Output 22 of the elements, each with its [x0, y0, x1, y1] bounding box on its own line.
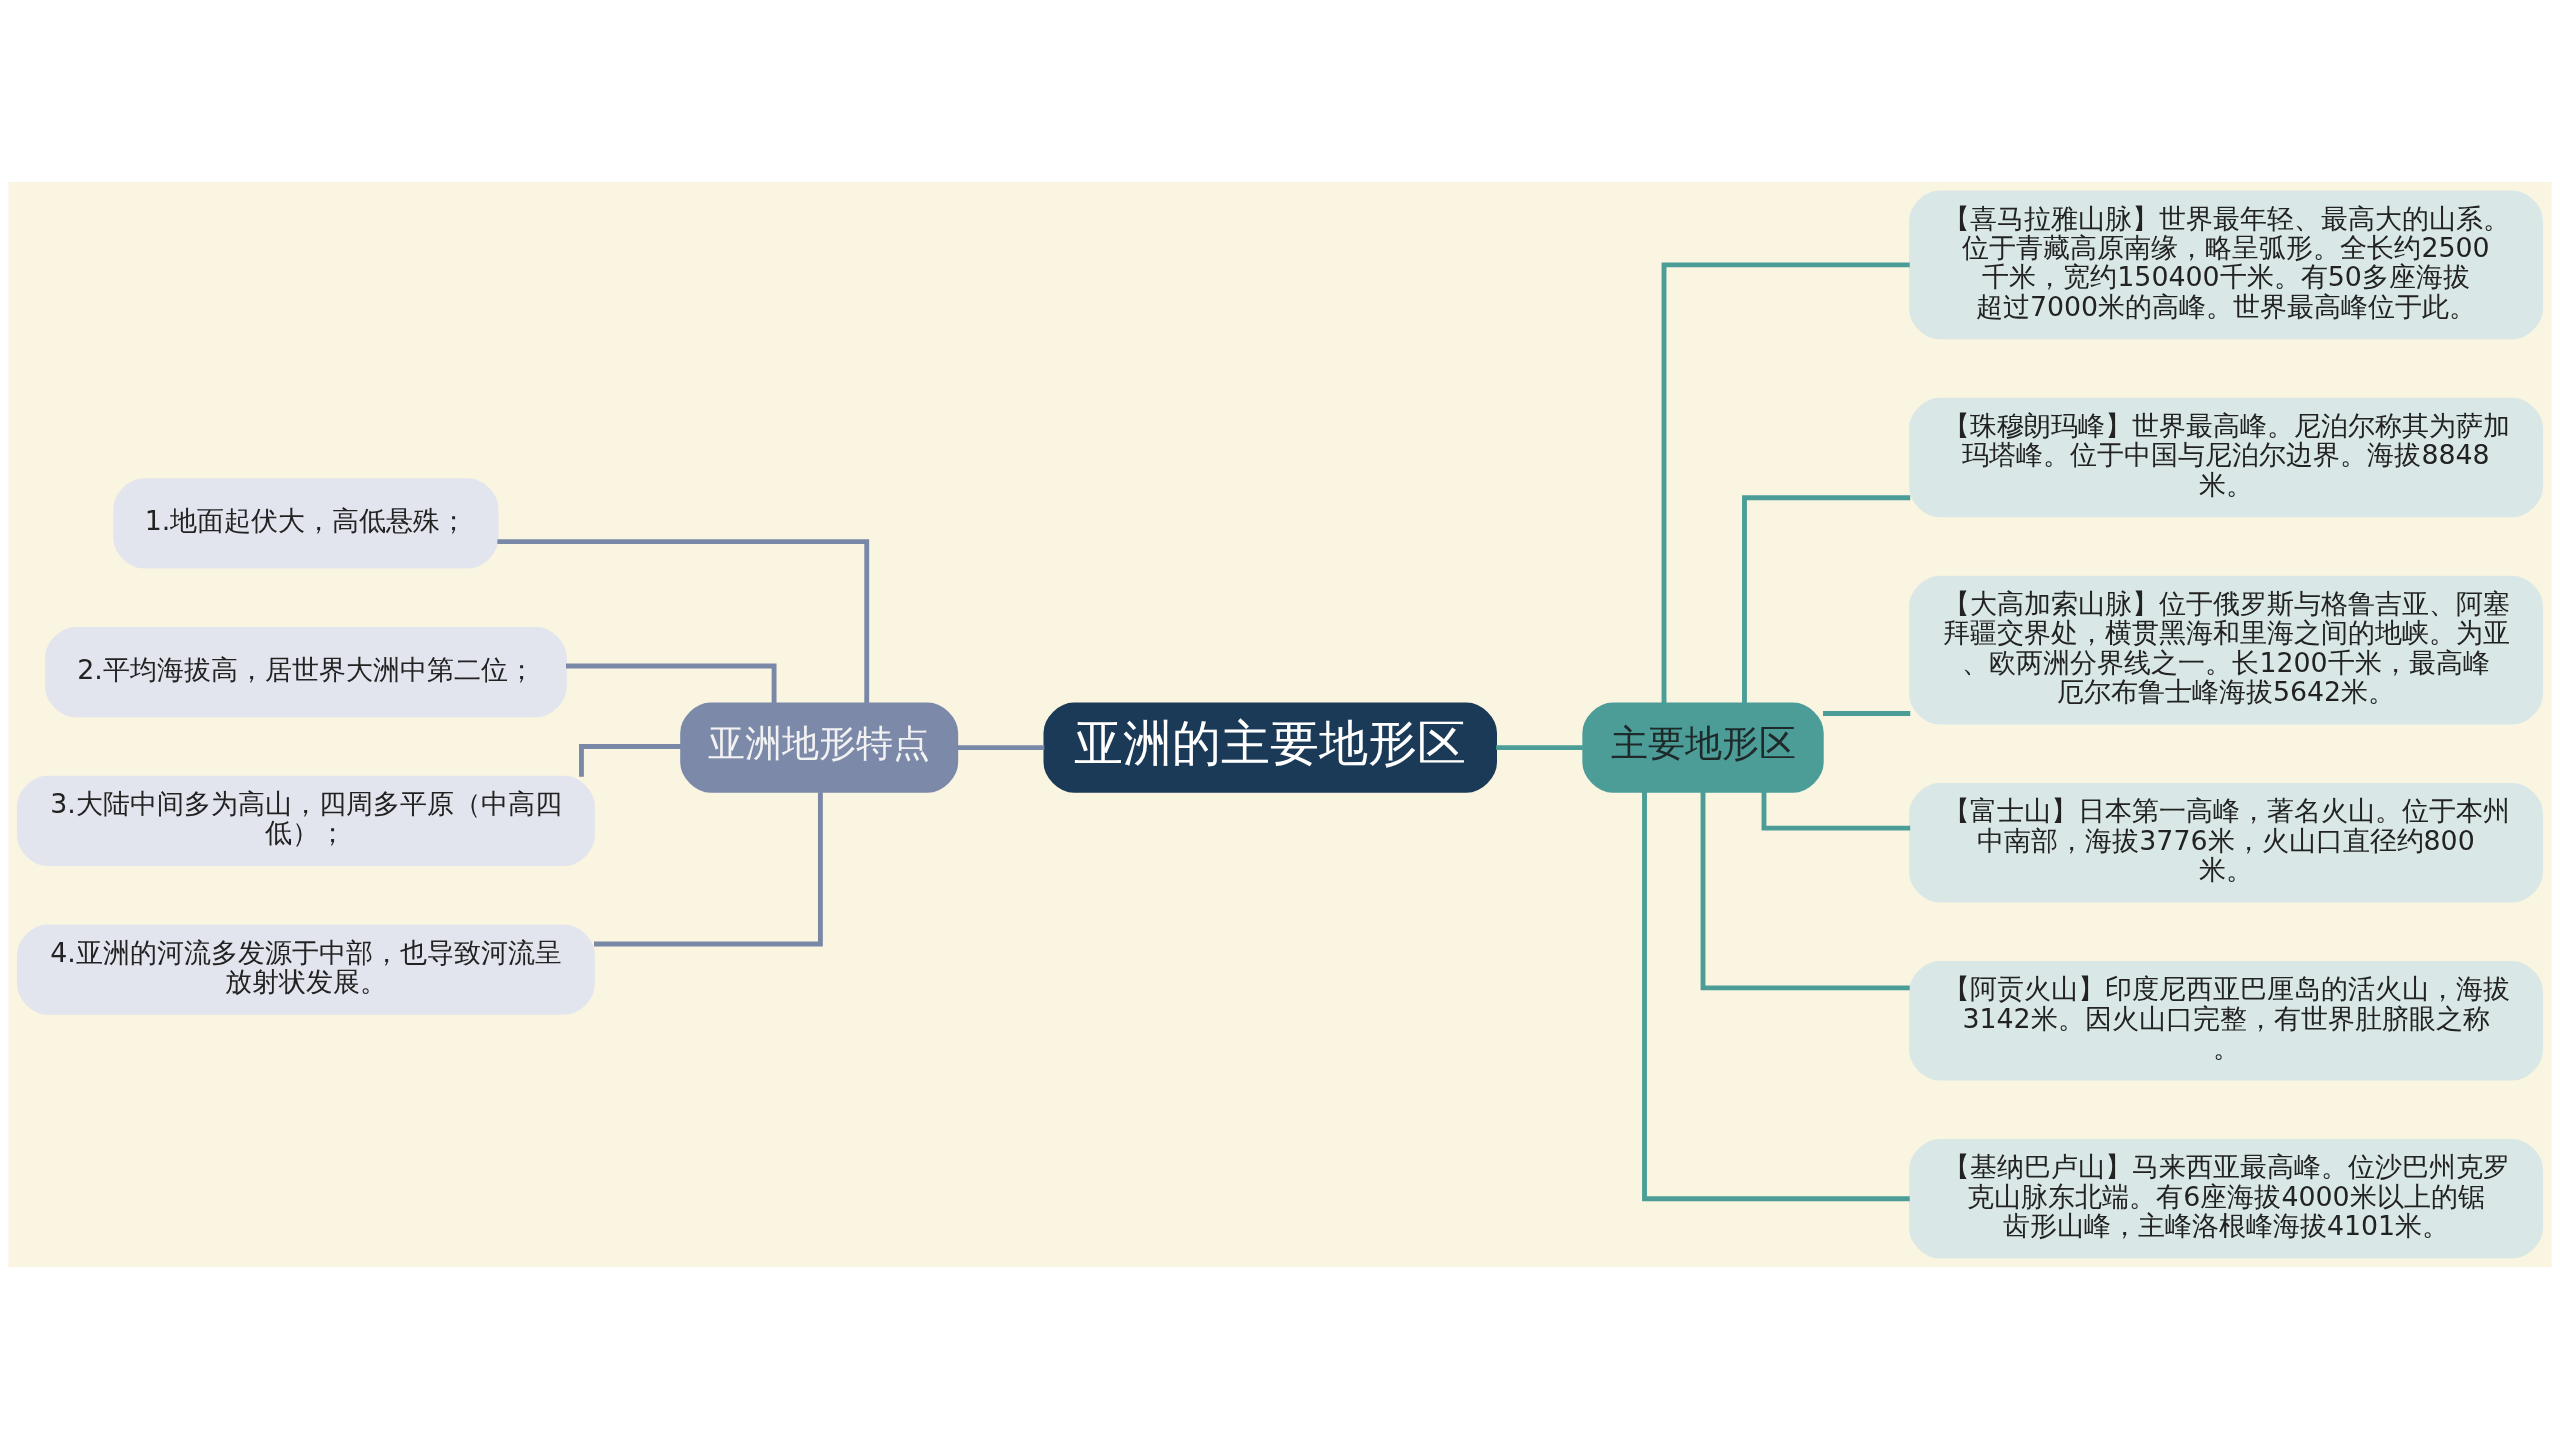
node-box: 【大高加索山脉】位于俄罗斯与格鲁吉亚、阿塞拜疆交界处，横贯黑海和里海之间的地峡。为亚、欧两洲分界线之一。长1200千米，最高峰厄尔布鲁士峰海拔5642米。: [1909, 575, 2543, 725]
connector: [1661, 262, 1910, 704]
node-box: 亚洲地形特点: [680, 702, 959, 793]
node-box: 【阿贡火山】印度尼西亚巴厘岛的活火山，海拔3142米。因火山口完整，有世界肚脐眼之称。: [1909, 961, 2543, 1081]
connector: [594, 792, 823, 947]
node-box: 1.地面起伏大，高低悬殊；: [113, 478, 499, 569]
node-box: 【富士山】日本第一高峰，著名火山。位于本州中南部，海拔3776米，火山口直径约800米。: [1909, 783, 2543, 903]
connector: [1642, 791, 1910, 1202]
connector: [1496, 745, 1583, 751]
connector: [1742, 495, 1911, 703]
connector: [1700, 791, 1910, 991]
node-box: 4.亚洲的河流多发源于中部，也导致河流呈放射状发展。: [17, 924, 595, 1015]
node-box: 【珠穆朗玛峰】世界最高峰。尼泊尔称其为萨加玛塔峰。位于中国与尼泊尔边界。海拔8848米。: [1909, 397, 2543, 518]
connector: [497, 539, 870, 703]
node-box: 主要地形区: [1582, 702, 1824, 793]
node-box: 3.大陆中间多为高山，四周多平原（中高四低）；: [17, 775, 595, 866]
connector: [956, 745, 1045, 751]
connector: [1823, 711, 1911, 716]
node-box: 【喜马拉雅山脉】世界最年轻、最高大的山系。位于青藏高原南缘，略呈弧形。全长约2500千米，宽约150400千米。有50多座海拔超过7000米的高峰。世界最高峰位于此。: [1909, 190, 2543, 340]
node-box: 亚洲的主要地形区: [1043, 702, 1497, 793]
node-box: 2.平均海拔高，居世界大洲中第二位；: [45, 626, 567, 718]
node-box: 【基纳巴卢山】马来西亚最高峰。位沙巴州克罗克山脉东北端。有6座海拔4000米以上的锯齿形山峰，主峰洛根峰海拔4101米。: [1909, 1139, 2543, 1259]
